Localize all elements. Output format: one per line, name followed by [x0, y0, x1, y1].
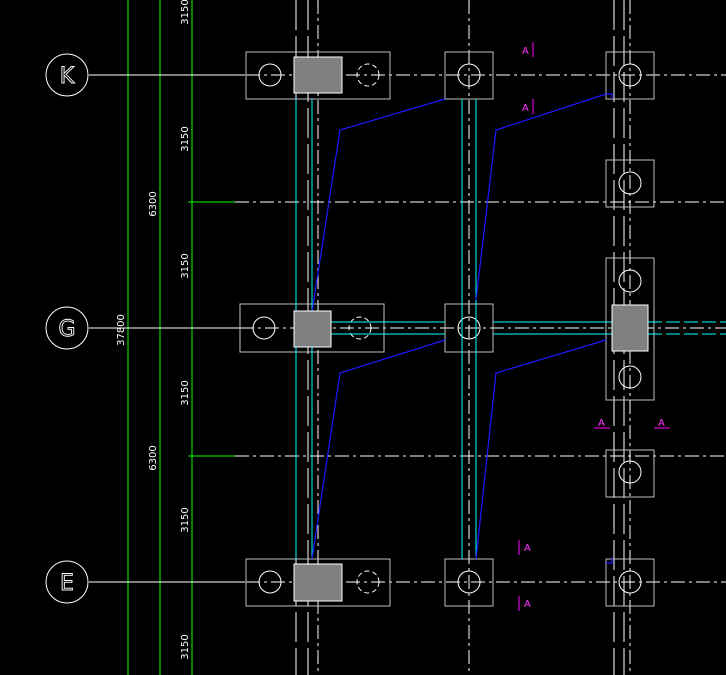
axis-label-k: K — [60, 64, 75, 89]
axis-bubble-g: G — [45, 306, 89, 350]
section-markers — [518, 42, 670, 611]
slope-lines — [311, 93, 613, 564]
dim-text-2: 3150 — [180, 126, 191, 151]
dim-text-1: 3150 — [180, 0, 191, 25]
dim-text-4: 3150 — [180, 380, 191, 405]
dim-text-3: 3150 — [180, 253, 191, 278]
dim-text-6: 3150 — [180, 634, 191, 659]
dim-text-5: 3150 — [180, 507, 191, 532]
axis-bubble-k: K — [45, 53, 89, 97]
axis-label-g: G — [58, 317, 75, 342]
dimension-lines — [124, 0, 235, 675]
section-mark-6: A — [524, 599, 531, 610]
beams — [295, 99, 726, 559]
axis-bubble-e: E — [45, 560, 89, 604]
columns — [293, 56, 649, 602]
axis-label-e: E — [60, 571, 74, 596]
dim-text-span-upper: 6300 — [148, 191, 159, 216]
dim-text-span-lower: 6300 — [148, 445, 159, 470]
section-mark-5: A — [524, 543, 531, 554]
dim-text-total: 37800 — [116, 314, 127, 346]
section-mark-2: A — [522, 103, 529, 114]
pile-circles — [252, 63, 642, 594]
foundation-pads — [239, 51, 655, 607]
section-mark-4: A — [658, 418, 665, 429]
section-mark-1: A — [522, 46, 529, 57]
section-mark-3: A — [598, 418, 605, 429]
